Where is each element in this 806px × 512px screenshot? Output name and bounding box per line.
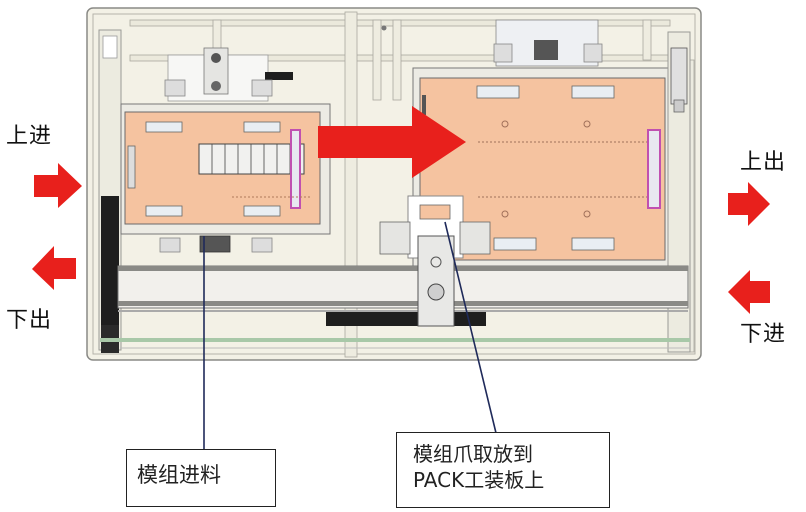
callout-pack-place-line-1: 模组爪取放到 bbox=[413, 442, 533, 466]
left-module-plate bbox=[120, 103, 331, 253]
callout-module-feed-text: 模组进料 bbox=[137, 463, 221, 487]
right-in-arrow-icon bbox=[728, 270, 770, 314]
label-right-top-out: 上出 bbox=[740, 150, 787, 175]
callout-pack-place-line-2: PACK工装板上 bbox=[413, 468, 545, 492]
horizontal-transfer-rail bbox=[100, 265, 690, 349]
pick-head bbox=[379, 195, 491, 327]
left-in-arrow-icon bbox=[34, 163, 82, 208]
label-left-bottom-out: 下出 bbox=[6, 308, 53, 333]
callout-pack-place: 模组爪取放到 PACK工装板上 bbox=[396, 432, 610, 508]
callout-module-feed: 模组进料 bbox=[126, 449, 276, 507]
right-top-mechanism bbox=[493, 19, 603, 67]
label-left-top-in: 上进 bbox=[6, 124, 53, 149]
label-right-bottom-in: 下进 bbox=[740, 322, 787, 347]
left-vertical-conveyor bbox=[98, 29, 122, 353]
left-out-arrow-icon bbox=[32, 246, 76, 290]
left-gripper-mechanism bbox=[164, 47, 293, 102]
transfer-arrow-icon bbox=[318, 106, 466, 178]
leader-line-pack-place bbox=[444, 221, 497, 434]
right-out-arrow-icon bbox=[728, 182, 770, 226]
